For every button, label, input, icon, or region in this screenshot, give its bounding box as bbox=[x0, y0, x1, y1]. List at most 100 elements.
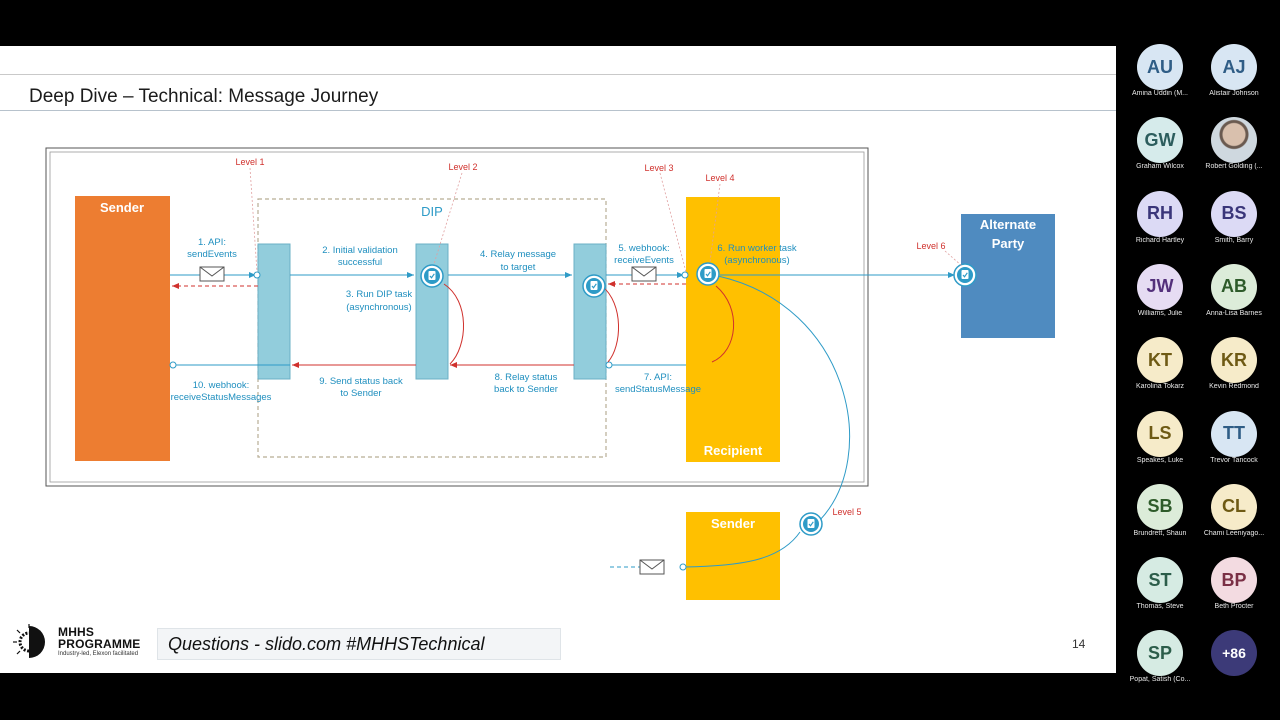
step-7-line1: 7. API: bbox=[644, 372, 672, 383]
async-loop-worker bbox=[711, 285, 735, 363]
port-10 bbox=[169, 361, 177, 369]
step-10-line1: 10. webhook: bbox=[193, 380, 250, 391]
participant-name: Chami Leeniyago... bbox=[1203, 529, 1265, 537]
step-9-line1: 9. Send status back bbox=[319, 376, 403, 387]
participant-name: Amina Uddin (M... bbox=[1131, 90, 1189, 97]
avatar: AB bbox=[1211, 263, 1257, 310]
mhhs-logo-icon bbox=[13, 624, 45, 658]
sender-label: Sender bbox=[100, 200, 144, 215]
dip-label: DIP bbox=[421, 204, 443, 219]
participant-name: Thomas, Steve bbox=[1136, 603, 1184, 611]
level3-pointer bbox=[659, 172, 687, 273]
avatar: SP bbox=[1137, 630, 1183, 677]
level-2-label: Level 2 bbox=[448, 162, 477, 172]
alternate-label-2: Party bbox=[992, 236, 1025, 251]
avatar: BS bbox=[1211, 190, 1257, 237]
envelope-icon-receive bbox=[631, 266, 657, 282]
avatar: TT bbox=[1211, 410, 1257, 457]
recipient-label: Recipient bbox=[704, 443, 763, 458]
more-count-badge: +86 bbox=[1211, 630, 1257, 677]
logo-title-line1: MHHS bbox=[58, 625, 95, 639]
dip-node-1 bbox=[257, 243, 291, 380]
avatar bbox=[1211, 117, 1257, 164]
step-7-line2: sendStatusMessage bbox=[615, 384, 701, 395]
level1-pointer bbox=[249, 167, 258, 273]
outer-frame bbox=[45, 147, 869, 487]
logo-subtitle: Industry-led, Elexon facilitated bbox=[58, 651, 139, 657]
level5-path bbox=[717, 275, 850, 521]
level-1-label: Level 1 bbox=[235, 157, 264, 167]
logo-title: MHHS PROGRAMME bbox=[58, 626, 140, 650]
step-6-line1: 6. Run worker task bbox=[717, 243, 796, 254]
inner-frame bbox=[49, 151, 865, 483]
port-5 bbox=[681, 271, 689, 279]
message-journey-diagram: Sender DIP Recipient Alternate Party Sen… bbox=[45, 147, 1055, 600]
avatar: JW bbox=[1137, 263, 1183, 310]
level-4-label: Level 4 bbox=[705, 173, 734, 183]
envelope-icon-sender2 bbox=[639, 559, 665, 575]
participant-name: Smith, Barry bbox=[1214, 236, 1254, 244]
participant-name: Popat, Satish (Co... bbox=[1129, 676, 1191, 684]
alternate-label-1: Alternate bbox=[980, 217, 1036, 232]
participant-name: Graham Wilcox bbox=[1136, 163, 1184, 171]
level-3-label: Level 3 bbox=[644, 163, 673, 173]
participant-name: Speakes, Luke bbox=[1136, 456, 1184, 464]
task-icon-relay bbox=[582, 274, 606, 298]
participant-name: Beth Procter bbox=[1214, 603, 1254, 611]
step-10-line2: receiveStatusMessages bbox=[171, 392, 272, 403]
task-icon-alternate bbox=[953, 263, 977, 287]
header-rule bbox=[0, 74, 1116, 75]
level-6-label: Level 6 bbox=[916, 241, 945, 251]
more-participants-button[interactable]: +86 bbox=[1194, 630, 1274, 702]
presentation-slide: Deep Dive – Technical: Message Journey S… bbox=[0, 46, 1116, 673]
sender2-label: Sender bbox=[711, 516, 755, 531]
port-7 bbox=[605, 361, 613, 369]
participant-name: Brundrett, Shaun bbox=[1133, 529, 1187, 537]
participant-name: Richard Hartley bbox=[1135, 236, 1185, 244]
participant-name: Kevin Redmond bbox=[1209, 383, 1259, 391]
step-4-line2: to target bbox=[501, 262, 536, 273]
step-6-line2: (asynchronous) bbox=[724, 255, 789, 266]
participant-name: Robert Golding (... bbox=[1205, 163, 1263, 171]
questions-text: Questions - slido.com #MHHSTechnical bbox=[168, 634, 485, 654]
participant-name: Karolina Tokarz bbox=[1135, 383, 1185, 391]
avatar: KR bbox=[1211, 337, 1257, 384]
avatar: BP bbox=[1211, 557, 1257, 604]
participant-name: Williams, Julie bbox=[1137, 309, 1183, 317]
avatar: GW bbox=[1137, 117, 1183, 164]
port-1 bbox=[253, 271, 261, 279]
port-sender2 bbox=[679, 563, 687, 571]
questions-banner: Questions - slido.com #MHHSTechnical bbox=[157, 628, 561, 660]
avatar: RH bbox=[1137, 190, 1183, 237]
envelope-icon-send bbox=[199, 266, 225, 282]
step-1-line2: sendEvents bbox=[187, 249, 237, 260]
dip-node-3 bbox=[573, 243, 607, 380]
avatar: KT bbox=[1137, 337, 1183, 384]
slide-title: Deep Dive – Technical: Message Journey bbox=[29, 86, 379, 107]
step-5-line1: 5. webhook: bbox=[618, 243, 669, 254]
avatar: AJ bbox=[1211, 44, 1257, 90]
avatar: AU bbox=[1137, 44, 1183, 90]
logo-title-line2: PROGRAMME bbox=[58, 637, 141, 651]
task-icon-worker bbox=[696, 262, 720, 286]
page-number: 14 bbox=[1072, 637, 1086, 651]
sender-box bbox=[75, 196, 170, 461]
participant-tile[interactable]: Robert Golding (... bbox=[1194, 117, 1274, 189]
